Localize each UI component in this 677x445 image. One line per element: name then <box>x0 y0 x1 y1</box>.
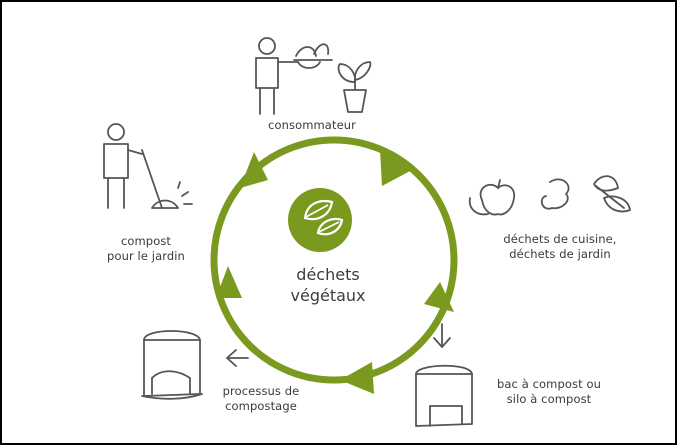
compost-bin-icon <box>415 364 473 427</box>
label-bac-line2: silo à compost <box>506 392 592 406</box>
label-consommateur: consommateur <box>257 118 367 133</box>
consumer-figure-icon <box>255 37 333 115</box>
label-bac: bac à compost ou silo à compost <box>484 377 614 407</box>
label-processus-line1: processus de <box>222 384 300 398</box>
label-processus-line2: compostage <box>225 399 297 413</box>
label-consommateur-text: consommateur <box>268 118 356 132</box>
label-processus: processus de compostage <box>206 384 316 414</box>
label-compost: compost pour le jardin <box>86 234 206 264</box>
cycle-arrow-left <box>216 266 242 298</box>
left-arrow-icon <box>226 349 249 367</box>
center-label-line2: végétaux <box>290 286 366 305</box>
label-compost-line1: compost <box>120 234 172 248</box>
label-dechets: déchets de cuisine, déchets de jardin <box>480 232 640 262</box>
cycle-arrow-top-left <box>240 152 268 188</box>
center-label-line1: déchets <box>296 265 360 284</box>
cycle-arrow-bottom <box>340 362 374 394</box>
leaves-icon <box>288 188 352 252</box>
center-label: déchets végétaux <box>264 264 392 306</box>
cycle-arrow-top-right <box>380 150 412 186</box>
label-dechets-line2: déchets de jardin <box>509 247 611 261</box>
composting-bin-icon <box>141 330 203 400</box>
label-compost-line2: pour le jardin <box>107 249 185 263</box>
cycle-arrow-right <box>424 282 454 312</box>
down-arrow-icon <box>433 323 451 348</box>
kitchen-waste-icon <box>468 175 631 216</box>
cycle-ring <box>210 136 458 384</box>
label-bac-line1: bac à compost ou <box>496 377 601 391</box>
potted-plant-icon <box>337 61 372 113</box>
gardener-figure-icon <box>103 123 193 209</box>
label-dechets-line1: déchets de cuisine, <box>503 232 617 246</box>
